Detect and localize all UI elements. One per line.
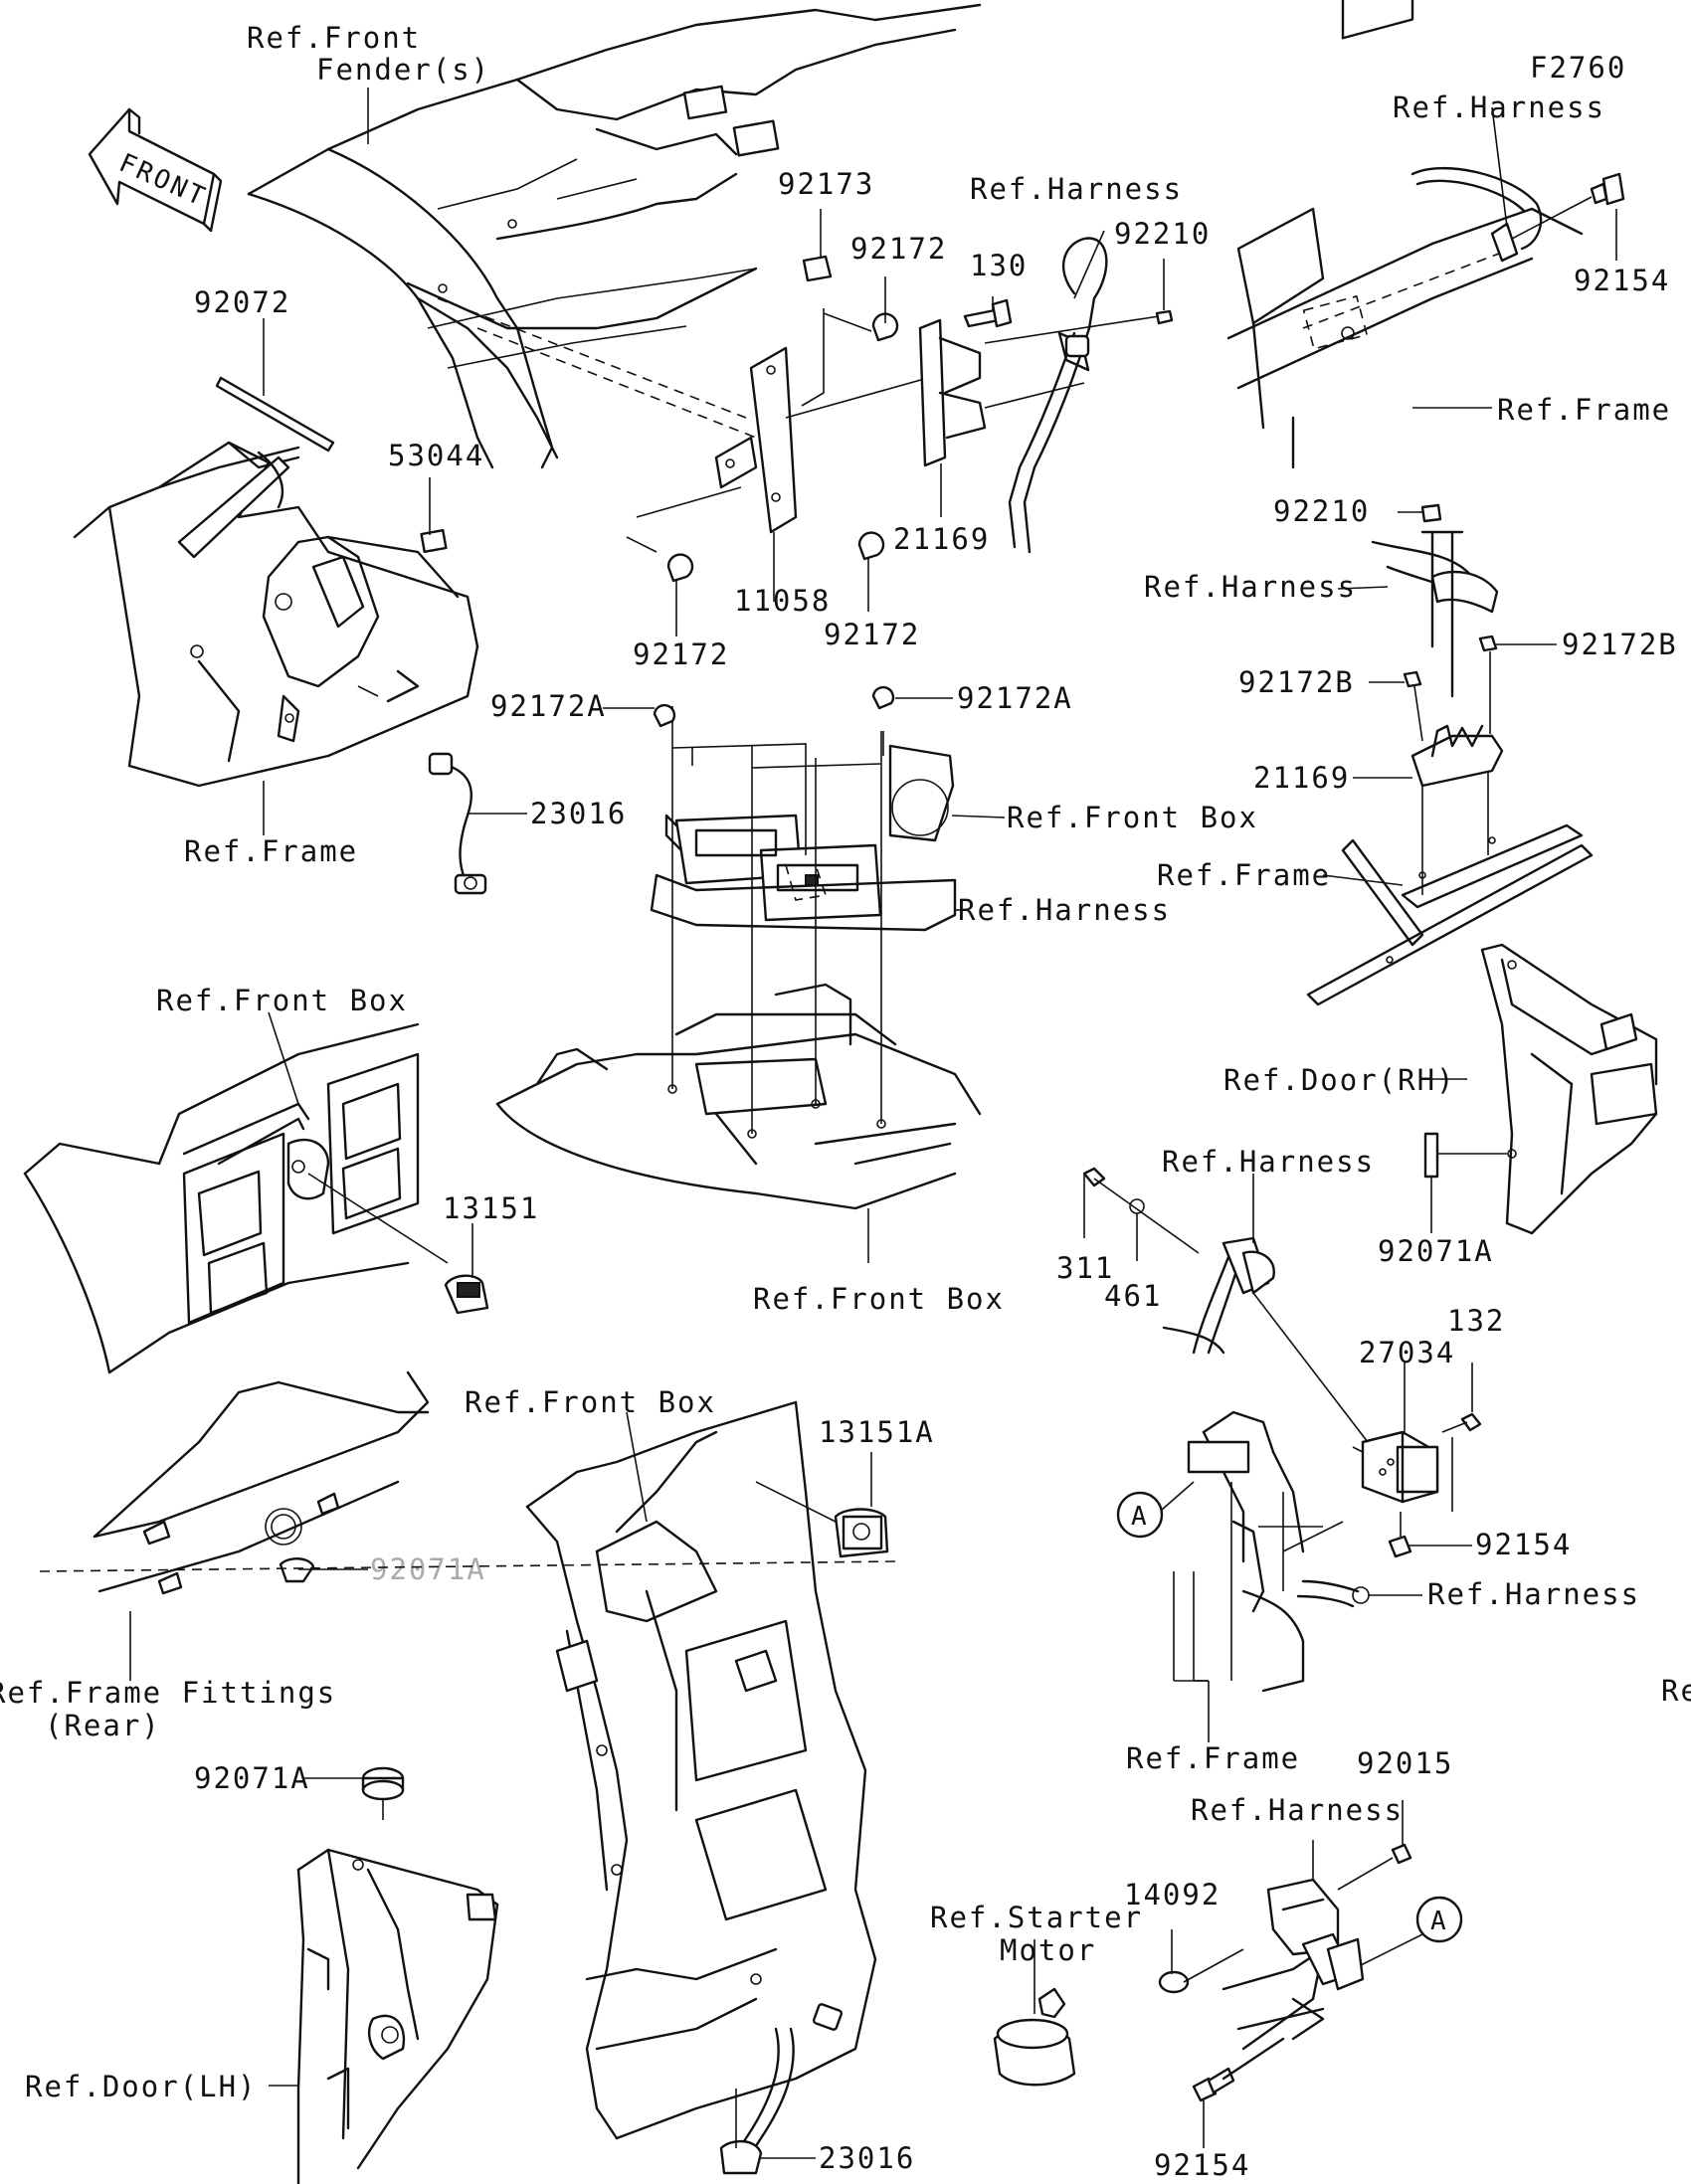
part-92172a-right-label: 92172A xyxy=(957,681,1073,715)
part-130-label: 130 xyxy=(970,249,1028,282)
part-13151-label: 13151 xyxy=(443,1191,539,1225)
part-92071a-right-label: 92071A xyxy=(1378,1234,1494,1268)
holder-21169-top xyxy=(918,296,1013,517)
part-92172-label-a: 92172 xyxy=(850,232,947,266)
ref-frame-lower-label: Ref.Frame xyxy=(1126,1741,1300,1775)
part-92072-label: 92072 xyxy=(194,285,290,319)
ref-front-fender-label-2: Fender(s) xyxy=(316,53,490,87)
ref-harness-center-label: Ref.Harness xyxy=(958,893,1171,927)
part-92015-label: 92015 xyxy=(1357,1746,1453,1780)
part-92172b-right-label: 92172B xyxy=(1562,628,1678,661)
front-fender-drawing xyxy=(247,3,982,469)
ref-front-box-label-1: Ref.Front Box xyxy=(1007,801,1258,834)
part-13151a-label: 13151A xyxy=(819,1415,935,1449)
bracket-11058 xyxy=(714,346,798,602)
ref-harness-relay-label: Ref.Harness xyxy=(1162,1145,1375,1179)
part-92172b-left-label: 92172B xyxy=(1238,665,1355,699)
clip-92173 xyxy=(802,209,833,282)
frame-fittings-rear xyxy=(39,1370,896,1681)
ref-door-rh-label: Ref.Door(RH) xyxy=(1223,1063,1456,1097)
label-plate-53044 xyxy=(420,529,448,553)
callout-a-bottom-label: A xyxy=(1430,1907,1446,1936)
callout-a-bottom: A xyxy=(1352,1896,1463,1970)
ref-door-lh-label: Ref.Door(LH) xyxy=(25,2070,258,2103)
top-right-frame xyxy=(1226,0,1625,469)
ref-frame-mid-label: Ref.Frame xyxy=(1157,858,1331,892)
holder-21169-mid xyxy=(1353,503,1557,895)
figure-code: F2760 xyxy=(1530,51,1626,85)
part-11058-label: 11058 xyxy=(734,584,831,618)
ref-starter-label-2: Motor xyxy=(1000,1933,1096,1967)
screw-92172-group xyxy=(626,276,899,637)
ref-right-clipped-label: Re xyxy=(1661,1674,1691,1708)
part-461-label: 461 xyxy=(1104,1279,1162,1313)
part-132-label: 132 xyxy=(1447,1304,1505,1338)
part-21169-top-label: 21169 xyxy=(893,522,990,556)
part-92210-top-label: 92210 xyxy=(1114,217,1211,251)
grommet-92071a-left xyxy=(303,1766,405,1820)
ref-front-box-left-label: Ref.Front Box xyxy=(156,984,408,1017)
part-23016-top-label: 23016 xyxy=(530,797,627,830)
front-direction-arrow: FRONT xyxy=(88,107,223,233)
fuse-box-assembly xyxy=(603,685,1006,1134)
ref-front-box-center-label: Ref.Front Box xyxy=(753,1282,1005,1316)
center-lower-front-box xyxy=(525,1400,889,2175)
door-lh xyxy=(269,1848,499,2184)
starter-motor-assembly xyxy=(993,1800,1412,2148)
left-frame-drawing xyxy=(73,441,479,788)
ref-frame-tr-label: Ref.Frame xyxy=(1497,393,1671,427)
ref-harness-bottom-label: Ref.Harness xyxy=(1191,1793,1404,1827)
relay-27034-assembly xyxy=(1082,1167,1482,1693)
part-27034-label: 27034 xyxy=(1359,1336,1455,1369)
part-92210-mid-label: 92210 xyxy=(1273,494,1370,528)
part-92173-label: 92173 xyxy=(778,167,874,201)
part-92154-bottom-label: 92154 xyxy=(1154,2148,1250,2182)
ref-frame-fittings-label-2: (Rear) xyxy=(45,1709,161,1742)
ref-starter-label-1: Ref.Starter xyxy=(930,1901,1143,1934)
part-92154-tr-label: 92154 xyxy=(1574,264,1670,297)
door-rh xyxy=(1423,943,1658,1235)
center-front-box xyxy=(495,983,982,1263)
ref-harness-top-label: Ref.Harness xyxy=(970,172,1183,206)
ref-frame-fittings-label-1: Ref.Frame Fittings xyxy=(0,1676,336,1710)
tie-band-92072 xyxy=(215,318,335,453)
ref-front-box-lower-label: Ref.Front Box xyxy=(465,1385,716,1419)
ref-harness-mid-label: Ref.Harness xyxy=(1144,570,1357,604)
left-front-box-panel xyxy=(23,1011,489,1374)
callout-a-relay-label: A xyxy=(1131,1502,1147,1532)
part-92071a-left-label: 92071A xyxy=(194,1761,310,1795)
mid-right-frame xyxy=(1306,823,1594,1006)
part-311-label: 311 xyxy=(1056,1251,1114,1285)
part-92172-label-c: 92172 xyxy=(824,618,920,651)
part-53044-label: 53044 xyxy=(388,439,484,472)
harness-loop-top xyxy=(984,230,1174,554)
callout-a-relay: A xyxy=(1116,1481,1195,1539)
part-21169-mid-label: 21169 xyxy=(1253,761,1350,795)
part-14092-label: 14092 xyxy=(1124,1878,1221,1911)
part-23016-bottom-label: 23016 xyxy=(819,2141,915,2175)
part-92154-mid-label: 92154 xyxy=(1475,1528,1572,1561)
ref-front-fender-label-1: Ref.Front xyxy=(247,21,421,55)
callout-labels: F2760 Ref.Front Fender(s) 92072 53044 Re… xyxy=(0,21,1691,2182)
connector-23016-top xyxy=(428,752,527,895)
part-92071-clipped-label: 92071A xyxy=(370,1552,486,1586)
ref-frame-left-label: Ref.Frame xyxy=(184,834,358,868)
ref-harness-lower-label: Ref.Harness xyxy=(1427,1577,1640,1611)
part-92172-label-b: 92172 xyxy=(633,637,729,671)
part-92172a-left-label: 92172A xyxy=(490,689,607,723)
ref-harness-tr-label: Ref.Harness xyxy=(1393,91,1605,124)
